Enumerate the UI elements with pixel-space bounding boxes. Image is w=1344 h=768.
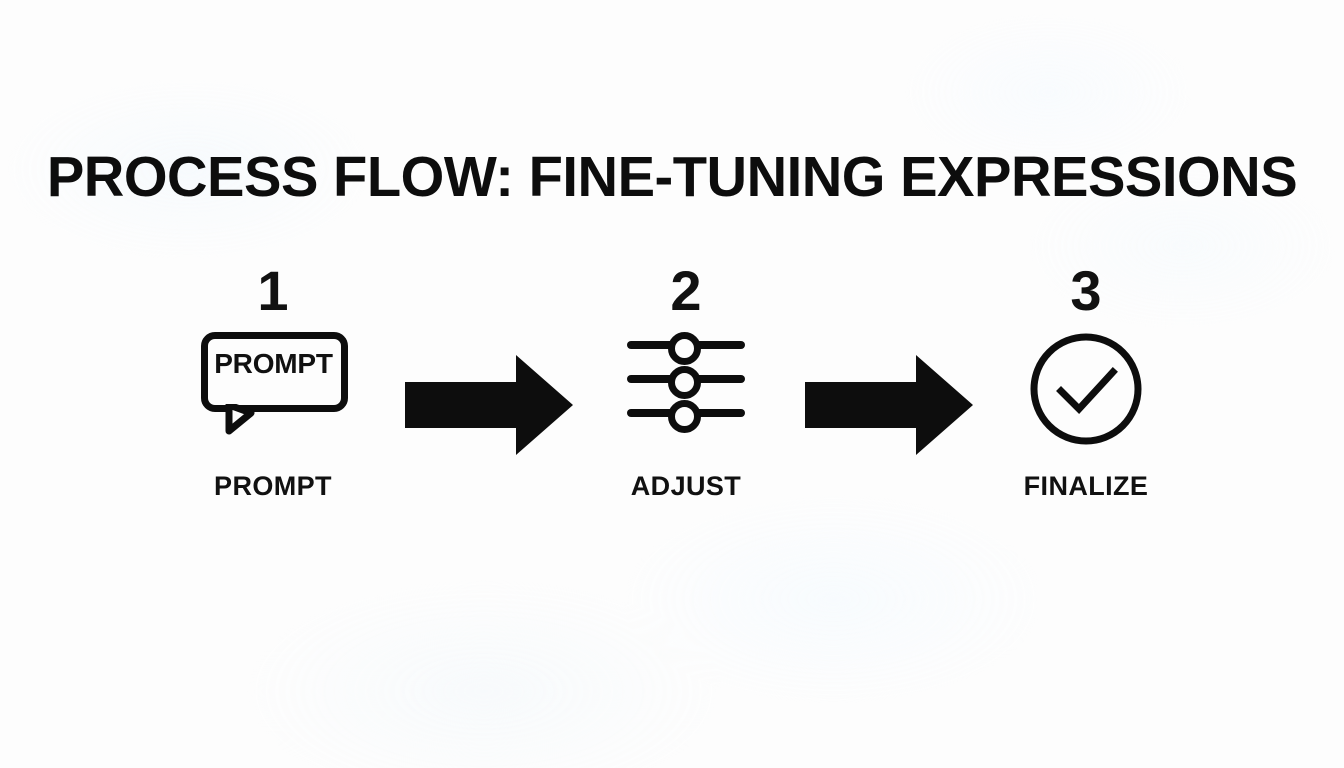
flow-step-prompt[interactable]: 1 PROMPT PROMPT <box>158 262 388 522</box>
step-icon-container <box>971 332 1201 457</box>
flow-step-adjust[interactable]: 2 ADJUST <box>571 262 801 522</box>
step-label: PROMPT <box>214 471 332 501</box>
arrow-right-2-icon <box>805 355 973 455</box>
step-icon-container <box>571 332 801 457</box>
sliders-icon <box>627 332 745 433</box>
slider-knob[interactable] <box>668 400 701 433</box>
speech-bubble-text: PROMPT <box>214 348 333 379</box>
step-number: 3 <box>1070 259 1102 322</box>
step-label: FINALIZE <box>1023 471 1149 501</box>
step-number: 2 <box>670 259 702 322</box>
speech-bubble-icon: PROMPT <box>201 332 348 435</box>
step-label: ADJUST <box>630 471 742 501</box>
slider-row[interactable] <box>627 332 745 365</box>
slider-knob[interactable] <box>668 366 701 399</box>
step-icon-container: PROMPT <box>158 332 388 457</box>
slider-row[interactable] <box>627 400 745 433</box>
flow-step-finalize[interactable]: 3 FINALIZE <box>971 262 1201 522</box>
slider-row[interactable] <box>627 366 745 399</box>
arrow-right-1-icon <box>405 355 573 455</box>
page-title: PROCESS FLOW: FINE-TUNING EXPRESSIONS <box>46 145 1298 209</box>
slider-knob[interactable] <box>668 332 701 365</box>
process-flow-row: 1 PROMPT PROMPT <box>155 262 1167 522</box>
speech-bubble-tail <box>223 392 275 435</box>
step-number: 1 <box>257 259 289 322</box>
check-circle-icon <box>1029 332 1143 446</box>
